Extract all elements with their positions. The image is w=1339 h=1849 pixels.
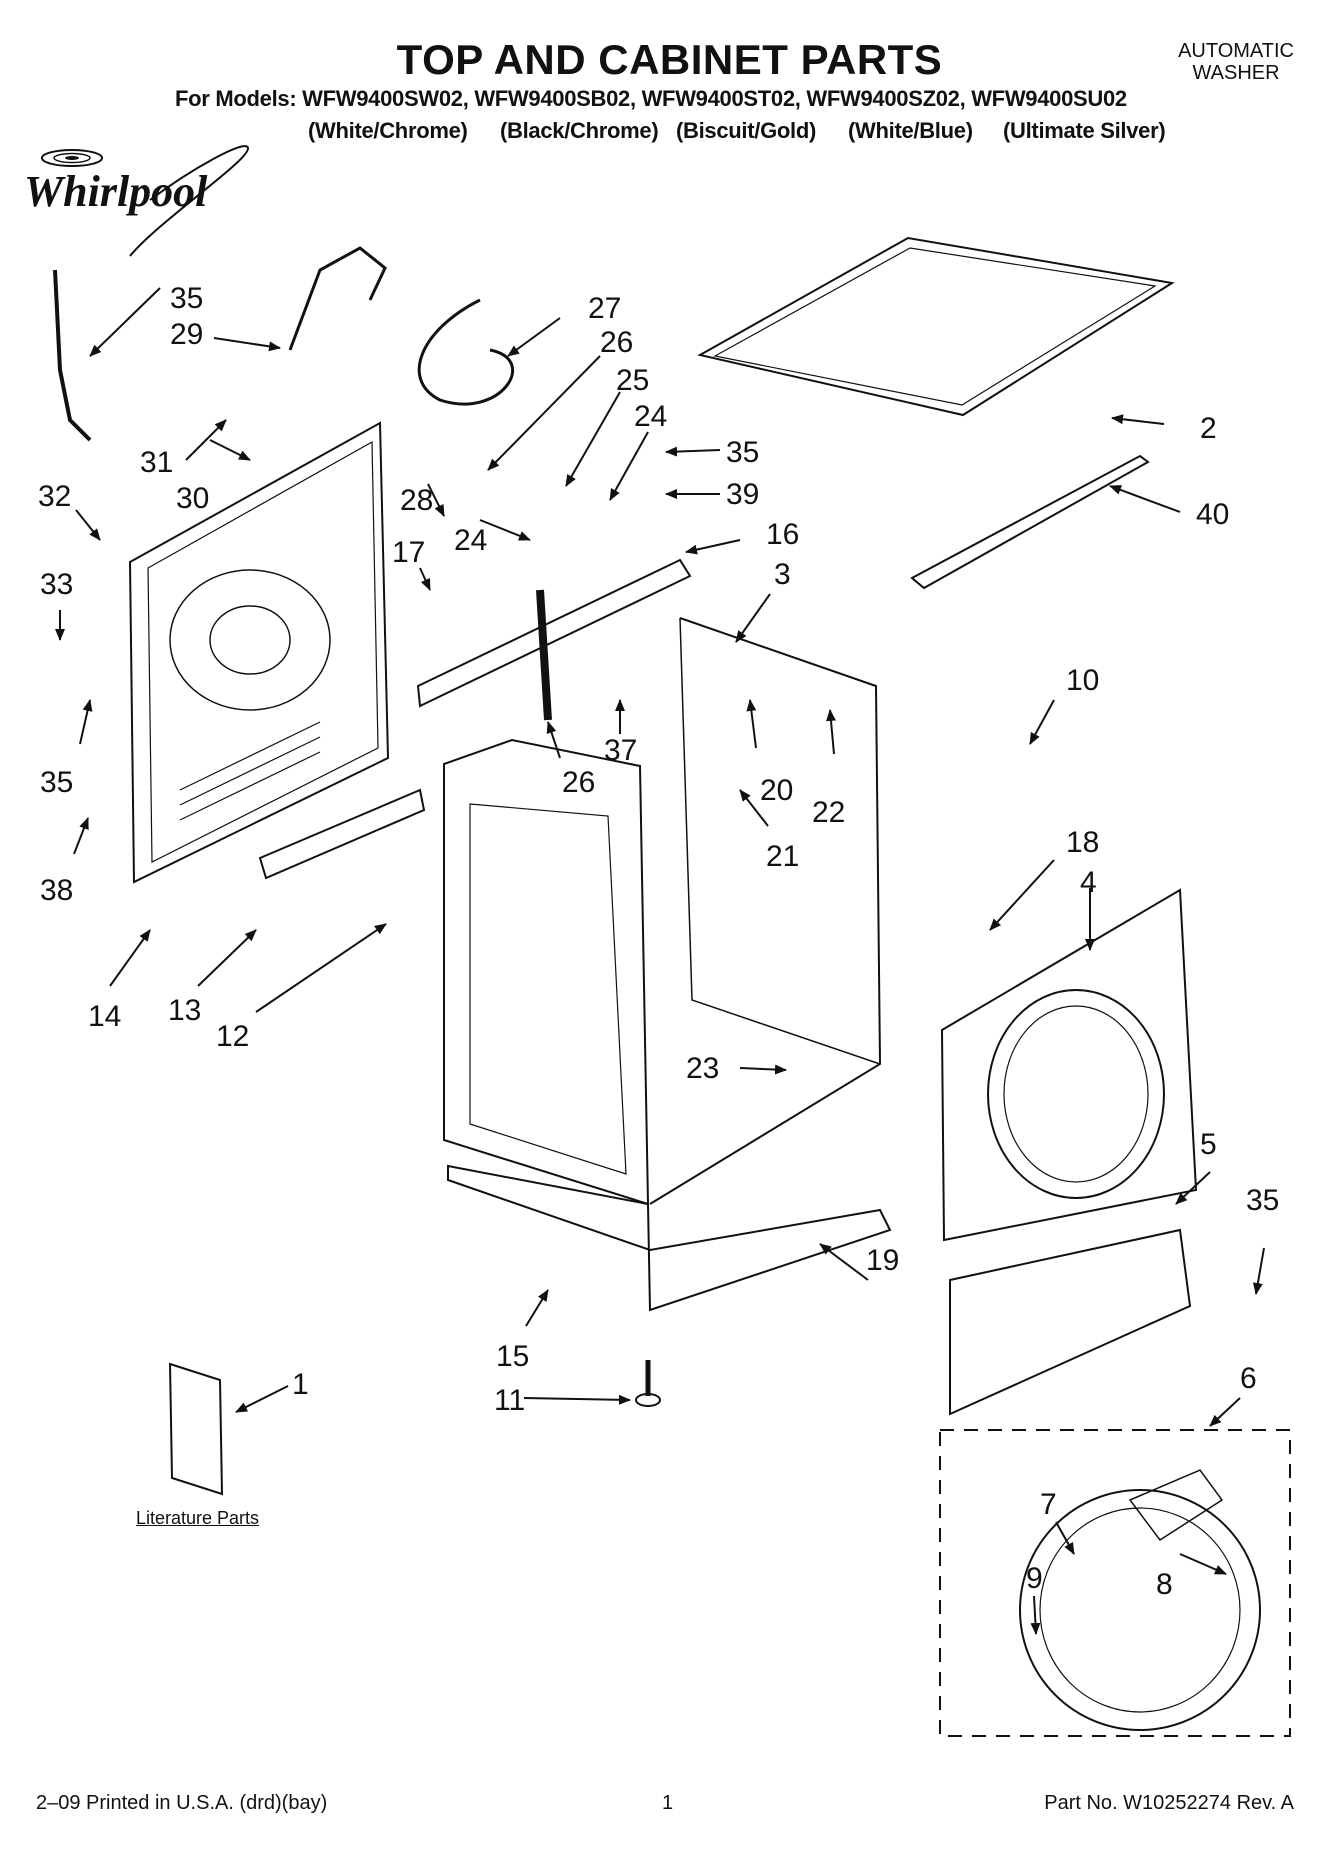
label-part-30: 29 xyxy=(170,318,203,351)
label-part-29: 28 xyxy=(400,484,433,517)
door-group-box xyxy=(939,1429,1291,1737)
label-part-9: 9 xyxy=(1026,1562,1043,1595)
label-part-18: 18 xyxy=(1066,826,1099,859)
model-color-5: (Ultimate Silver) xyxy=(1003,118,1166,143)
label-part-33: 32 xyxy=(38,480,71,513)
label-part-22: 22 xyxy=(812,796,845,829)
label-part-13: 13 xyxy=(168,994,201,1027)
label-part-27: 26 xyxy=(600,326,633,359)
model-color-3: (Biscuit/Gold) xyxy=(676,118,817,143)
hose-part xyxy=(53,269,92,442)
control-bracket-part xyxy=(416,558,692,708)
literature-parts-label: Literature Parts xyxy=(136,1508,260,1528)
door-ring-part xyxy=(1019,1469,1261,1731)
label-part-2: 2 xyxy=(1200,412,1217,445)
whirlpool-logo-icon xyxy=(41,145,249,257)
label-part-32: 31 xyxy=(140,446,173,479)
leveling-foot-part xyxy=(635,1393,661,1407)
model-color-2: (Black/Chrome) xyxy=(500,118,659,143)
base-part xyxy=(447,1164,892,1312)
label-part-40: 40 xyxy=(1196,498,1229,531)
label-part-17: 17 xyxy=(392,536,425,569)
rear-panel-part xyxy=(128,421,390,884)
label-part-37: 37 xyxy=(604,734,637,767)
label-part-26: 26 xyxy=(562,766,595,799)
label-part-24-top: 24 xyxy=(634,400,667,433)
label-part-11: 11 xyxy=(494,1384,525,1417)
label-part-19: 19 xyxy=(866,1244,899,1277)
cabinet-part xyxy=(649,617,882,1205)
footer-part-number: Part No. W10252274 Rev. A xyxy=(1044,1792,1294,1814)
models-line: For Models: WFW9400SW02, WFW9400SB02, WF… xyxy=(175,86,1127,111)
label-part-36: 35 xyxy=(170,282,203,315)
footer-page-number: 1 xyxy=(662,1792,674,1814)
left-side-panel-part xyxy=(443,738,650,1206)
label-part-21: 21 xyxy=(766,840,799,873)
access-panel-part xyxy=(258,788,426,880)
product-type: AUTOMATIC WASHER xyxy=(1178,40,1294,84)
whirlpool-logo-text: Whirlpool xyxy=(24,167,208,216)
model-color-1: (White/Chrome) xyxy=(308,118,468,143)
label-part-34: 33 xyxy=(40,568,73,601)
product-type-line-2: WASHER xyxy=(1192,62,1280,84)
label-part-35-top: 35 xyxy=(726,436,759,469)
model-color-4: (White/Blue) xyxy=(848,118,973,143)
label-part-31: 30 xyxy=(176,482,209,515)
front-panel-part xyxy=(940,888,1198,1242)
toe-panel-part xyxy=(949,1228,1192,1416)
label-part-16: 16 xyxy=(766,518,799,551)
literature-booklet-part xyxy=(168,1362,224,1496)
label-part-10: 10 xyxy=(1066,664,1099,697)
label-part-7: 7 xyxy=(1040,1488,1057,1521)
duct-part xyxy=(288,246,387,351)
label-part-8: 8 xyxy=(1156,1568,1173,1601)
label-part-12: 12 xyxy=(216,1020,249,1053)
label-part-39: 39 xyxy=(726,478,759,511)
label-part-5: 5 xyxy=(1200,1128,1217,1161)
label-part-35-right: 35 xyxy=(1246,1184,1279,1217)
label-part-23: 23 xyxy=(686,1052,719,1085)
label-part-15: 15 xyxy=(496,1340,529,1373)
label-part-3: 3 xyxy=(774,558,791,591)
valve-hose-part xyxy=(536,589,552,721)
top-bracket-part xyxy=(910,454,1150,590)
top-panel-part xyxy=(697,236,1175,417)
label-part-38: 38 xyxy=(40,874,73,907)
label-part-4: 4 xyxy=(1080,866,1097,899)
label-part-1: 1 xyxy=(292,1368,309,1401)
label-part-25: 25 xyxy=(616,364,649,397)
label-part-14: 14 xyxy=(88,1000,121,1033)
label-part-6: 6 xyxy=(1240,1362,1257,1395)
footer-print-info: 2–09 Printed in U.S.A. (drd)(bay) xyxy=(36,1792,328,1814)
label-part-35-left: 35 xyxy=(40,766,73,799)
label-part-28: 27 xyxy=(588,292,621,325)
label-part-20: 20 xyxy=(760,774,793,807)
power-cord-part xyxy=(417,298,514,406)
product-type-line-1: AUTOMATIC xyxy=(1178,40,1294,62)
page-title: TOP AND CABINET PARTS xyxy=(396,36,943,83)
label-part-24-mid: 24 xyxy=(454,524,487,557)
